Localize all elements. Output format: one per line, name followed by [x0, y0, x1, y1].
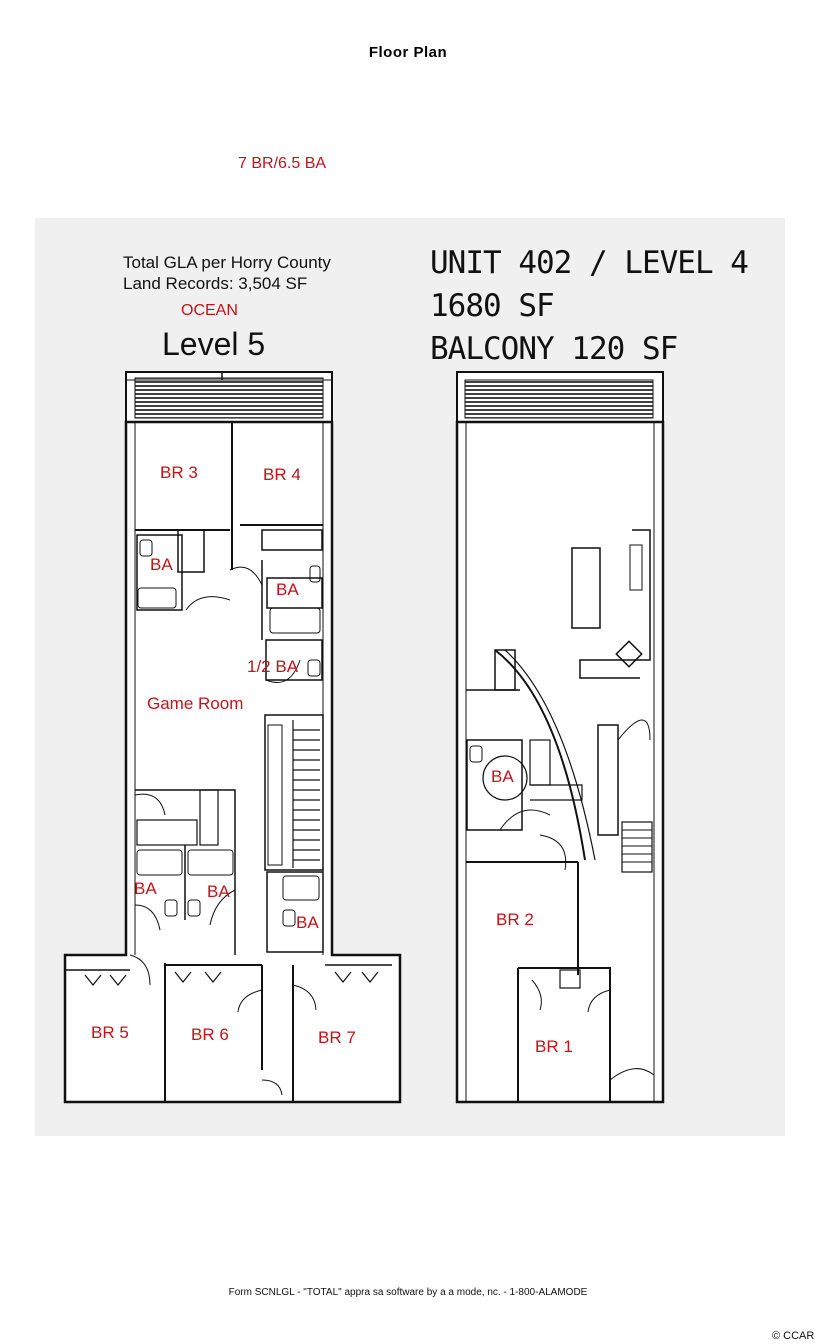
right-floor-plan [455, 371, 665, 1104]
room-label-ba-lower-middle: BA [207, 882, 230, 901]
level-label: Level 5 [162, 326, 266, 362]
room-label-br6: BR 6 [191, 1025, 229, 1044]
page-title: Floor Plan [368, 44, 448, 61]
room-label-br2: BR 2 [496, 910, 534, 929]
room-label-half-ba: 1/2 BA [247, 657, 299, 676]
bed-bath-summary: 7 BR/6.5 BA [238, 155, 327, 172]
room-label-ba-upper-left: BA [150, 555, 173, 574]
room-label-br1: BR 1 [535, 1037, 573, 1056]
room-label-br3: BR 3 [160, 463, 198, 482]
right-outline [455, 420, 665, 1104]
room-label-game-room: Game Room [147, 694, 243, 713]
copyright-mark: © CCAR [772, 1330, 815, 1342]
unit-line: UNIT 402 / LEVEL 4 [430, 245, 749, 281]
gla-line-1: Total GLA per Horry County [123, 253, 331, 272]
room-label-br7: BR 7 [318, 1028, 356, 1047]
left-floor-plan [63, 371, 402, 1104]
area-line: 1680 SF [430, 288, 555, 324]
form-footer: Form SCNLGL - "TOTAL" appra sa software … [228, 1287, 588, 1298]
gla-line-2: Land Records: 3,504 SF [123, 274, 308, 293]
ocean-label: OCEAN [181, 302, 238, 319]
gla-note: Total GLA per Horry County Land Records:… [123, 252, 331, 294]
room-label-br5: BR 5 [91, 1023, 129, 1042]
balcony-line: BALCONY 120 SF [430, 331, 678, 367]
room-label-ba-lower-right: BA [296, 913, 319, 932]
floor-plan-drawing: BR 3 BR 4 BA BA 1/2 BA Game Room BA BA B… [63, 371, 665, 1104]
room-label-ba-lower-left: BA [134, 879, 157, 898]
room-label-br4: BR 4 [263, 465, 301, 484]
left-outline [63, 420, 402, 1104]
room-label-ba-upper-right: BA [276, 580, 299, 599]
unit-info: UNIT 402 / LEVEL 4 1680 SF BALCONY 120 S… [430, 242, 749, 371]
room-label-ba-unit: BA [491, 767, 514, 786]
